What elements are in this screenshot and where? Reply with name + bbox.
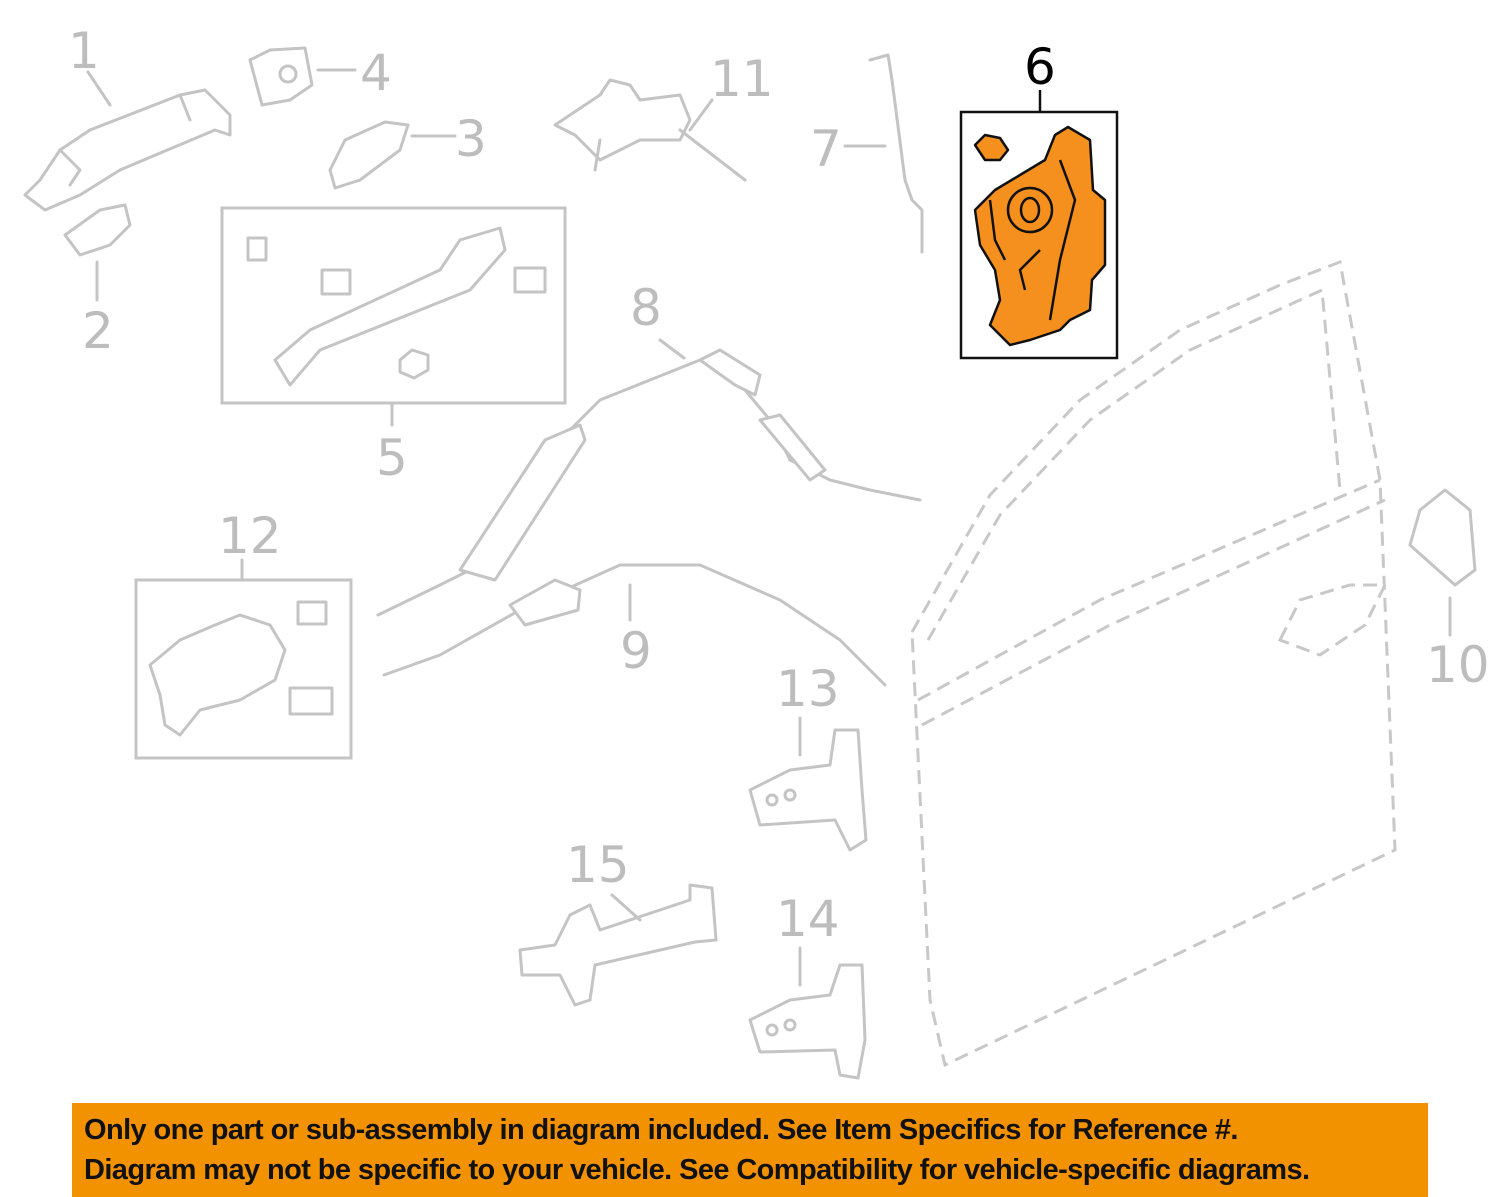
callout-11: 11 [710,50,774,108]
callout-1: 1 [68,22,100,80]
callout-14: 14 [776,890,840,948]
part-6-door-lock-actuator [959,90,1119,360]
callout-6: 6 [1024,38,1056,96]
part-4-cap [248,46,357,107]
callout-10: 10 [1426,636,1490,694]
callout-15: 15 [566,836,630,894]
callout-9: 9 [620,622,652,680]
callout-12: 12 [218,507,282,565]
callout-2: 2 [82,302,114,360]
part-2-gasket [63,203,132,302]
part-13-hinge [748,716,868,852]
part-10-striker [1408,488,1477,637]
callout-3: 3 [455,110,487,168]
part-5-handle-kit [220,206,567,427]
part-3-gasket [328,120,457,190]
part-12-inner-handle [134,558,353,760]
part-14-hinge [748,946,867,1080]
callout-13: 13 [776,660,840,718]
callout-4: 4 [360,44,392,102]
part-11-lock-cylinder [553,78,747,182]
part-9-cable [382,563,887,687]
part-15-door-check [518,883,718,1007]
callout-8: 8 [630,279,662,337]
part-1-outer-handle [23,70,232,212]
part-8-cable [376,338,922,617]
disclaimer-line-1: Only one part or sub-assembly in diagram… [84,1114,1238,1146]
callout-5: 5 [376,429,408,487]
callout-7: 7 [810,120,842,178]
disclaimer-line-2: Diagram may not be specific to your vehi… [84,1154,1310,1186]
part-7-rod [843,53,924,254]
door-outline [910,259,1397,1068]
disclaimer-banner: Only one part or sub-assembly in diagram… [72,1103,1428,1197]
